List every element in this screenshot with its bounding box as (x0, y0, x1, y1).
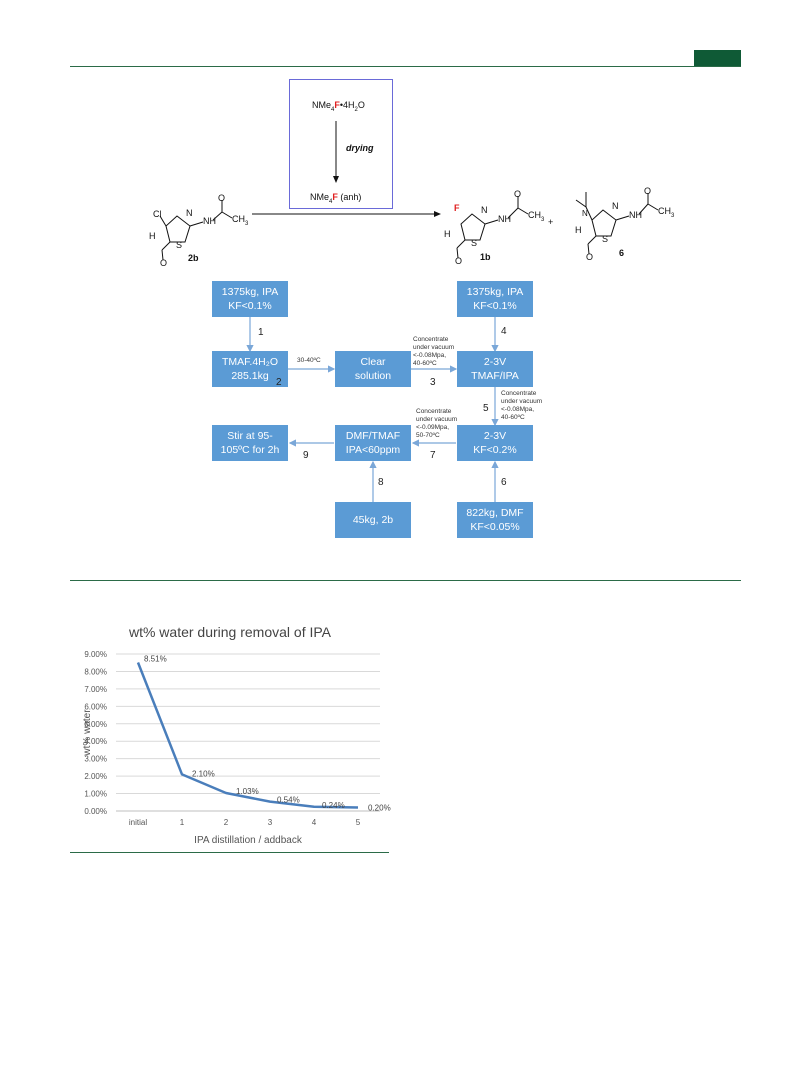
sm-o2: O (160, 258, 168, 268)
p2-h: H (575, 225, 582, 235)
journal-header-tab (694, 50, 741, 66)
reagent-top: NMe4F•4H2O (312, 100, 365, 113)
p2-s: S (602, 234, 609, 244)
sm-ch3: CH3 (232, 214, 249, 227)
data-label: 1.03% (236, 787, 259, 796)
step-number: 9 (303, 450, 309, 461)
p2-n: N (612, 201, 619, 211)
p2-ch3: CH3 (658, 206, 675, 219)
p1-ch3: CH3 (528, 210, 545, 223)
flow-box-2b-charge: 45kg, 2b (335, 502, 411, 538)
series-line (136, 662, 359, 809)
p1-label: 1b (480, 252, 491, 262)
step-number: 7 (430, 450, 436, 461)
plus-sign: + (548, 217, 554, 227)
sm-n: N (186, 208, 193, 218)
scheme-drawing (159, 121, 659, 261)
step-number: 1 (258, 327, 264, 338)
data-label: 0.54% (277, 796, 300, 805)
y-tick-label: 3.00% (84, 755, 107, 764)
y-tick-label: 0.00% (84, 807, 107, 816)
figure-bottom-rule (70, 852, 389, 853)
data-label: 0.24% (322, 801, 345, 810)
step-number: 8 (378, 477, 384, 488)
step-number: 3 (430, 377, 436, 388)
sm-cl: Cl (153, 209, 162, 219)
y-tick-label: 6.00% (84, 702, 107, 711)
y-axis-label: wt% water (82, 709, 93, 757)
data-label: 2.10% (192, 769, 215, 778)
data-label: 0.20% (368, 804, 391, 813)
sm-h: H (149, 231, 156, 241)
p2-o: O (644, 186, 652, 196)
reagent-bottom: NMe4F (anh) (310, 192, 362, 205)
y-tick-label: 4.00% (84, 737, 107, 746)
p2-o2: O (586, 252, 594, 262)
header-rule (70, 66, 741, 67)
y-tick-label: 5.00% (84, 720, 107, 729)
data-label: 8.51% (144, 655, 167, 664)
step-number: 6 (501, 477, 507, 488)
drying-label: drying (346, 143, 374, 153)
p1-s: S (471, 238, 478, 248)
sm-s: S (176, 240, 183, 250)
section-rule (70, 580, 741, 581)
y-tick-label: 8.00% (84, 667, 107, 676)
y-tick-label: 1.00% (84, 790, 107, 799)
y-tick-label: 2.00% (84, 772, 107, 781)
water-content-chart: 0.00% 1.00% 2.00% 3.00% 4.00% 5.00% 6.00% 7.00%… (82, 650, 391, 846)
p1-n: N (481, 205, 488, 215)
flow-arrows (246, 317, 499, 502)
x-tick-label: 4 (312, 818, 317, 827)
p1-h: H (444, 229, 451, 239)
p1-o2: O (455, 256, 463, 266)
condition-note-2: 30-40ºC (297, 357, 321, 364)
chart-title: wt% water during removal of IPA (128, 624, 332, 640)
y-tick-label: 7.00% (84, 685, 107, 694)
p2-label: 6 (619, 248, 625, 258)
x-axis-label: IPA distillation / addback (194, 835, 303, 846)
step-number: 2 (276, 377, 282, 388)
p1-f: F (454, 203, 460, 213)
p2-nh: NH (629, 210, 642, 220)
p2-n-dimethyl: N (582, 209, 588, 218)
sm-nh: NH (203, 216, 216, 226)
x-tick-label: 3 (268, 818, 273, 827)
step-number: 5 (483, 403, 489, 414)
x-tick-label: 5 (356, 818, 361, 827)
p1-nh: NH (498, 214, 511, 224)
reagent-box (289, 79, 393, 209)
step-number: 4 (501, 326, 507, 337)
p1-o: O (514, 189, 522, 199)
y-tick-label: 9.00% (84, 650, 107, 659)
x-tick-label: 1 (180, 818, 185, 827)
sm-label: 2b (188, 253, 199, 263)
x-tick-label: 2 (224, 818, 229, 827)
sm-o: O (218, 193, 226, 203)
flow-box-stir: Stir at 95-105ºC for 2h (212, 425, 288, 461)
x-tick-label: initial (129, 818, 147, 827)
